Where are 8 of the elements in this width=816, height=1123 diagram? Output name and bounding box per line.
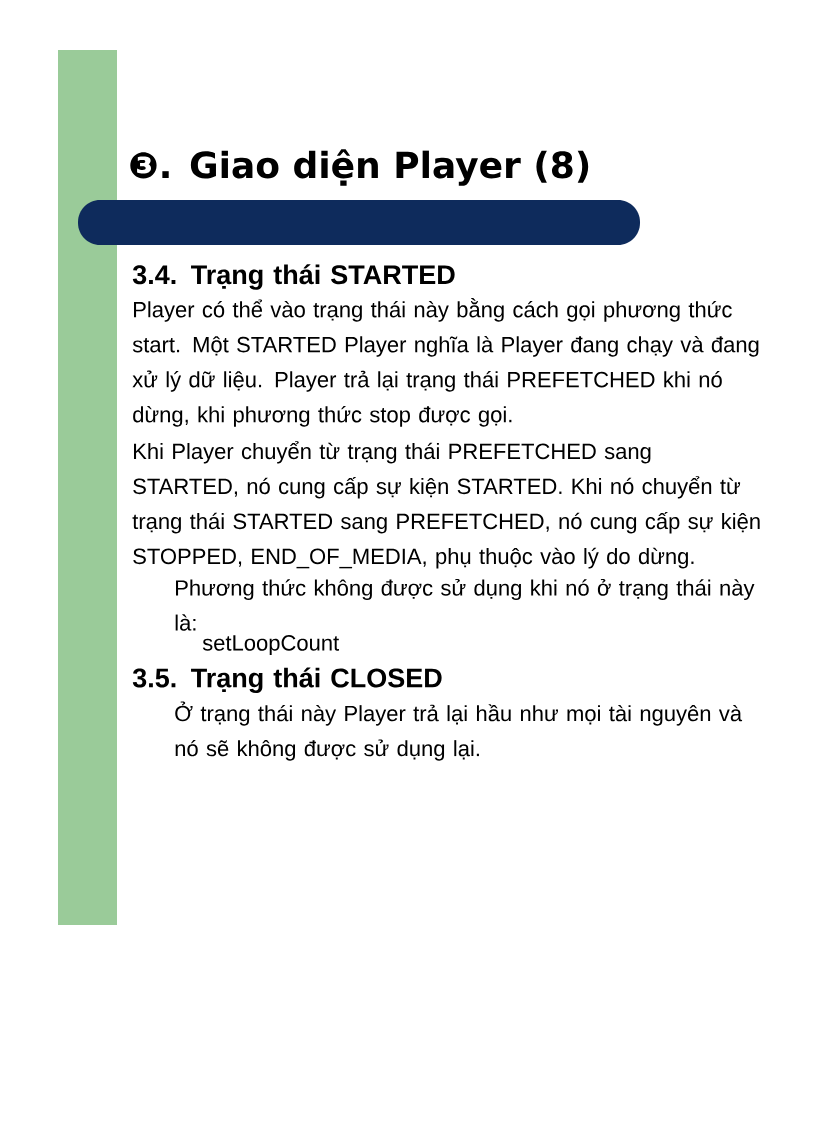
body-text: setLoopCount <box>202 635 339 656</box>
body-text: Player có thể vào trạng thái này bằng cách gọi phương thức start. Một STARTED Player nghĩa là Player đang chạy và đang xử lý dữ liệu. Player trả lại trạng thái PREFETCHED khi nó dừng, khi phương thức stop được gọi. <box>132 298 759 427</box>
body-text: Khi Player chuyển từ trạng thái PREFETCHED sang STARTED, nó cung cấp sự kiện STARTED. Khi nó chuyển từ trạng thái STARTED sang PREFETCHED, nó cung cấp sự kiện STOPPED, END_OF_MEDIA, phụ thuộc vào lý do dừng. <box>132 441 760 569</box>
body-text: Ở trạng thái này Player trả lại hầu như mọi tài nguyên và nó sẽ không được sử dụng lại. <box>175 701 743 761</box>
slide-title: ❸. Giao diện Player (8) <box>130 149 589 186</box>
body-text: Phương thức không được sử dụng khi nó ở trạng thái này là: <box>175 578 755 631</box>
section-heading: 3.5. Trạng thái CLOSED <box>132 667 442 693</box>
section-heading: 3.4. Trạng thái STARTED <box>132 264 455 290</box>
